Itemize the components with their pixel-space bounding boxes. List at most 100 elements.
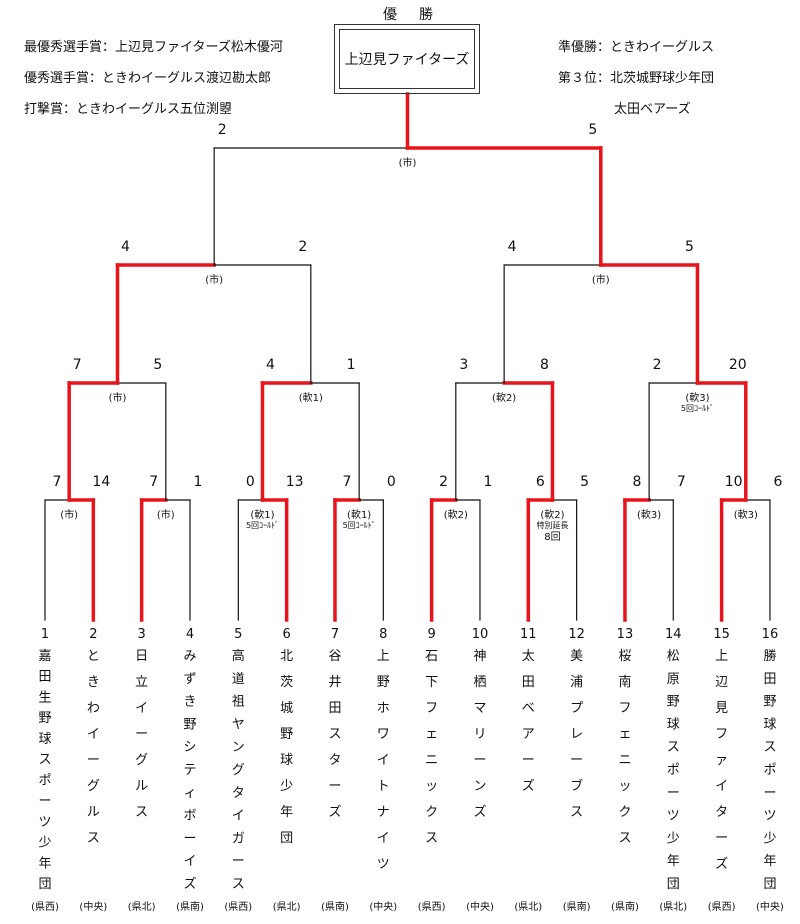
runner-up: 準優勝：ときわイーグルス — [558, 40, 715, 55]
team-region-6: (県北) — [273, 901, 301, 913]
venue-r1-m4: (軟1) — [347, 508, 371, 521]
champion-name: 上辺見ファイターズ — [339, 29, 475, 89]
score-r1-m7-left: 8 — [632, 474, 641, 490]
team-name-16: 勝田野球スポーツ少年団 — [763, 649, 776, 892]
awards-list: 最優秀選手賞：上辺見ファイターズ松木優河 優秀選手賞：ときわイーグルス渡辺勘太郎… — [24, 32, 283, 125]
score-r1-m6-left: 6 — [536, 474, 545, 490]
team-number-7: 7 — [331, 627, 339, 642]
team-number-3: 3 — [138, 627, 146, 642]
team-number-10: 10 — [472, 627, 489, 642]
team-name-3: 日立イーグルス — [135, 649, 148, 820]
third-place-2: 太田ベアーズ — [614, 102, 691, 117]
team-name-10: 神栖マリーンズ — [473, 649, 486, 820]
score-r2-m1-right: 5 — [153, 357, 162, 373]
score-r2-m4-right: 20 — [729, 357, 747, 373]
note-r2-m4: 5回ｺｰﾙﾄﾞ — [681, 404, 714, 413]
team-region-9: (県西) — [418, 901, 446, 913]
venue-r2-m1: (市) — [109, 391, 127, 404]
award-mvp: 最優秀選手賞：上辺見ファイターズ松木優河 — [24, 40, 283, 55]
note2-r1-m6: 8回 — [544, 531, 560, 543]
score-r1-m7-right: 7 — [677, 474, 686, 490]
team-name-5: 高道祖ヤングタイガース — [232, 648, 245, 892]
score-r1-m4-right: 0 — [387, 474, 396, 490]
third-place: 第３位：北茨城野球少年団 — [558, 71, 715, 86]
venue-r2-m2: (軟1) — [299, 391, 323, 404]
score-r1-m2-left: 7 — [149, 474, 158, 490]
team-name-2: ときわイーグルス — [87, 649, 100, 846]
team-number-8: 8 — [379, 627, 387, 642]
team-region-3: (県北) — [128, 901, 156, 913]
score-r2-m1-left: 7 — [73, 357, 82, 373]
team-number-12: 12 — [568, 627, 585, 642]
score-r3-m1-right: 2 — [298, 239, 307, 255]
award-excellent: 優秀選手賞：ときわイーグルス渡辺勘太郎 — [24, 71, 272, 86]
champion-box: 上辺見ファイターズ — [334, 24, 480, 94]
team-name-8: 上野ホワイトナイツ — [377, 649, 390, 872]
score-r1-m8-right: 6 — [773, 474, 782, 490]
team-number-5: 5 — [234, 627, 242, 642]
team-name-11: 太田ベアーズ — [522, 649, 535, 794]
score-r2-m3-left: 3 — [459, 357, 468, 373]
team-name-1: 嘉田生野球スポーツ少年団 — [38, 649, 51, 892]
venue-r1-m3: (軟1) — [250, 508, 274, 521]
team-name-6: 北茨城野球少年団 — [280, 649, 293, 846]
venue-r1-m8: (軟3) — [734, 508, 758, 521]
team-number-16: 16 — [762, 627, 779, 642]
team-number-13: 13 — [617, 627, 634, 642]
venue-r3-m2: (市) — [592, 273, 610, 286]
score-r2-m4-left: 2 — [653, 357, 662, 373]
team-number-15: 15 — [713, 627, 730, 642]
placings: 準優勝：ときわイーグルス 第３位：北茨城野球少年団 太田ベアーズ — [558, 32, 714, 125]
score-r1-m1-right: 14 — [92, 474, 110, 490]
team-name-15: 上辺見ファイターズ — [715, 649, 728, 872]
team-number-9: 9 — [427, 627, 435, 642]
team-region-4: (県南) — [176, 900, 204, 913]
score-r1-m2-right: 1 — [194, 474, 203, 490]
score-r1-m5-left: 2 — [439, 474, 448, 490]
team-region-14: (県北) — [659, 901, 687, 913]
score-r2-m2-left: 4 — [266, 357, 275, 373]
note-r1-m3: 5回ｺｰﾙﾄﾞ — [246, 521, 279, 530]
team-number-2: 2 — [89, 627, 97, 642]
score-r1-m3-right: 13 — [286, 474, 304, 490]
venue-r2-m4: (軟3) — [685, 391, 709, 404]
team-region-5: (県西) — [224, 901, 252, 913]
team-number-11: 11 — [520, 627, 537, 642]
venue-r1-m5: (軟2) — [444, 508, 468, 521]
team-name-7: 谷井田スターズ — [328, 649, 341, 820]
score-r3-m2-left: 4 — [508, 239, 517, 255]
team-region-13: (県南) — [611, 900, 639, 913]
venue-r1-m6: (軟2) — [540, 508, 564, 521]
team-region-11: (県北) — [514, 901, 542, 913]
team-name-13: 桜南フェニックス — [618, 649, 631, 846]
award-batting: 打撃賞：ときわイーグルス五位渕曌 — [24, 102, 233, 117]
score-r1-m6-right: 5 — [580, 474, 589, 490]
score-r1-m5-right: 1 — [484, 474, 493, 490]
team-region-12: (県南) — [563, 900, 591, 913]
venue-r2-m3: (軟2) — [492, 391, 516, 404]
note-r1-m4: 5回ｺｰﾙﾄﾞ — [343, 521, 376, 530]
score-r1-m3-left: 0 — [246, 474, 255, 490]
score-r2-m2-right: 1 — [347, 357, 356, 373]
note-r1-m6: 特別延長 — [536, 520, 568, 530]
team-name-4: みずき野シティボーイズ — [183, 649, 196, 892]
score-r1-m8-left: 10 — [725, 474, 743, 490]
score-r4-m1-right: 5 — [588, 122, 597, 138]
score-r3-m2-right: 5 — [685, 239, 694, 255]
team-number-6: 6 — [283, 627, 291, 642]
team-name-12: 美浦プレーブス — [570, 649, 583, 820]
team-region-10: (中央) — [466, 900, 494, 913]
venue-r3-m1: (市) — [205, 273, 223, 286]
score-r1-m1-left: 7 — [53, 474, 62, 490]
team-number-4: 4 — [186, 627, 194, 642]
champion-title: 優 勝 — [383, 7, 437, 23]
team-name-14: 松原野球スポーツ少年団 — [667, 649, 680, 892]
team-region-7: (県南) — [321, 900, 349, 913]
venue-r1-m1: (市) — [60, 508, 78, 521]
score-r3-m1-left: 4 — [121, 239, 130, 255]
score-r4-m1-left: 2 — [218, 122, 227, 138]
team-region-15: (県西) — [708, 901, 736, 913]
score-r2-m3-right: 8 — [540, 357, 549, 373]
